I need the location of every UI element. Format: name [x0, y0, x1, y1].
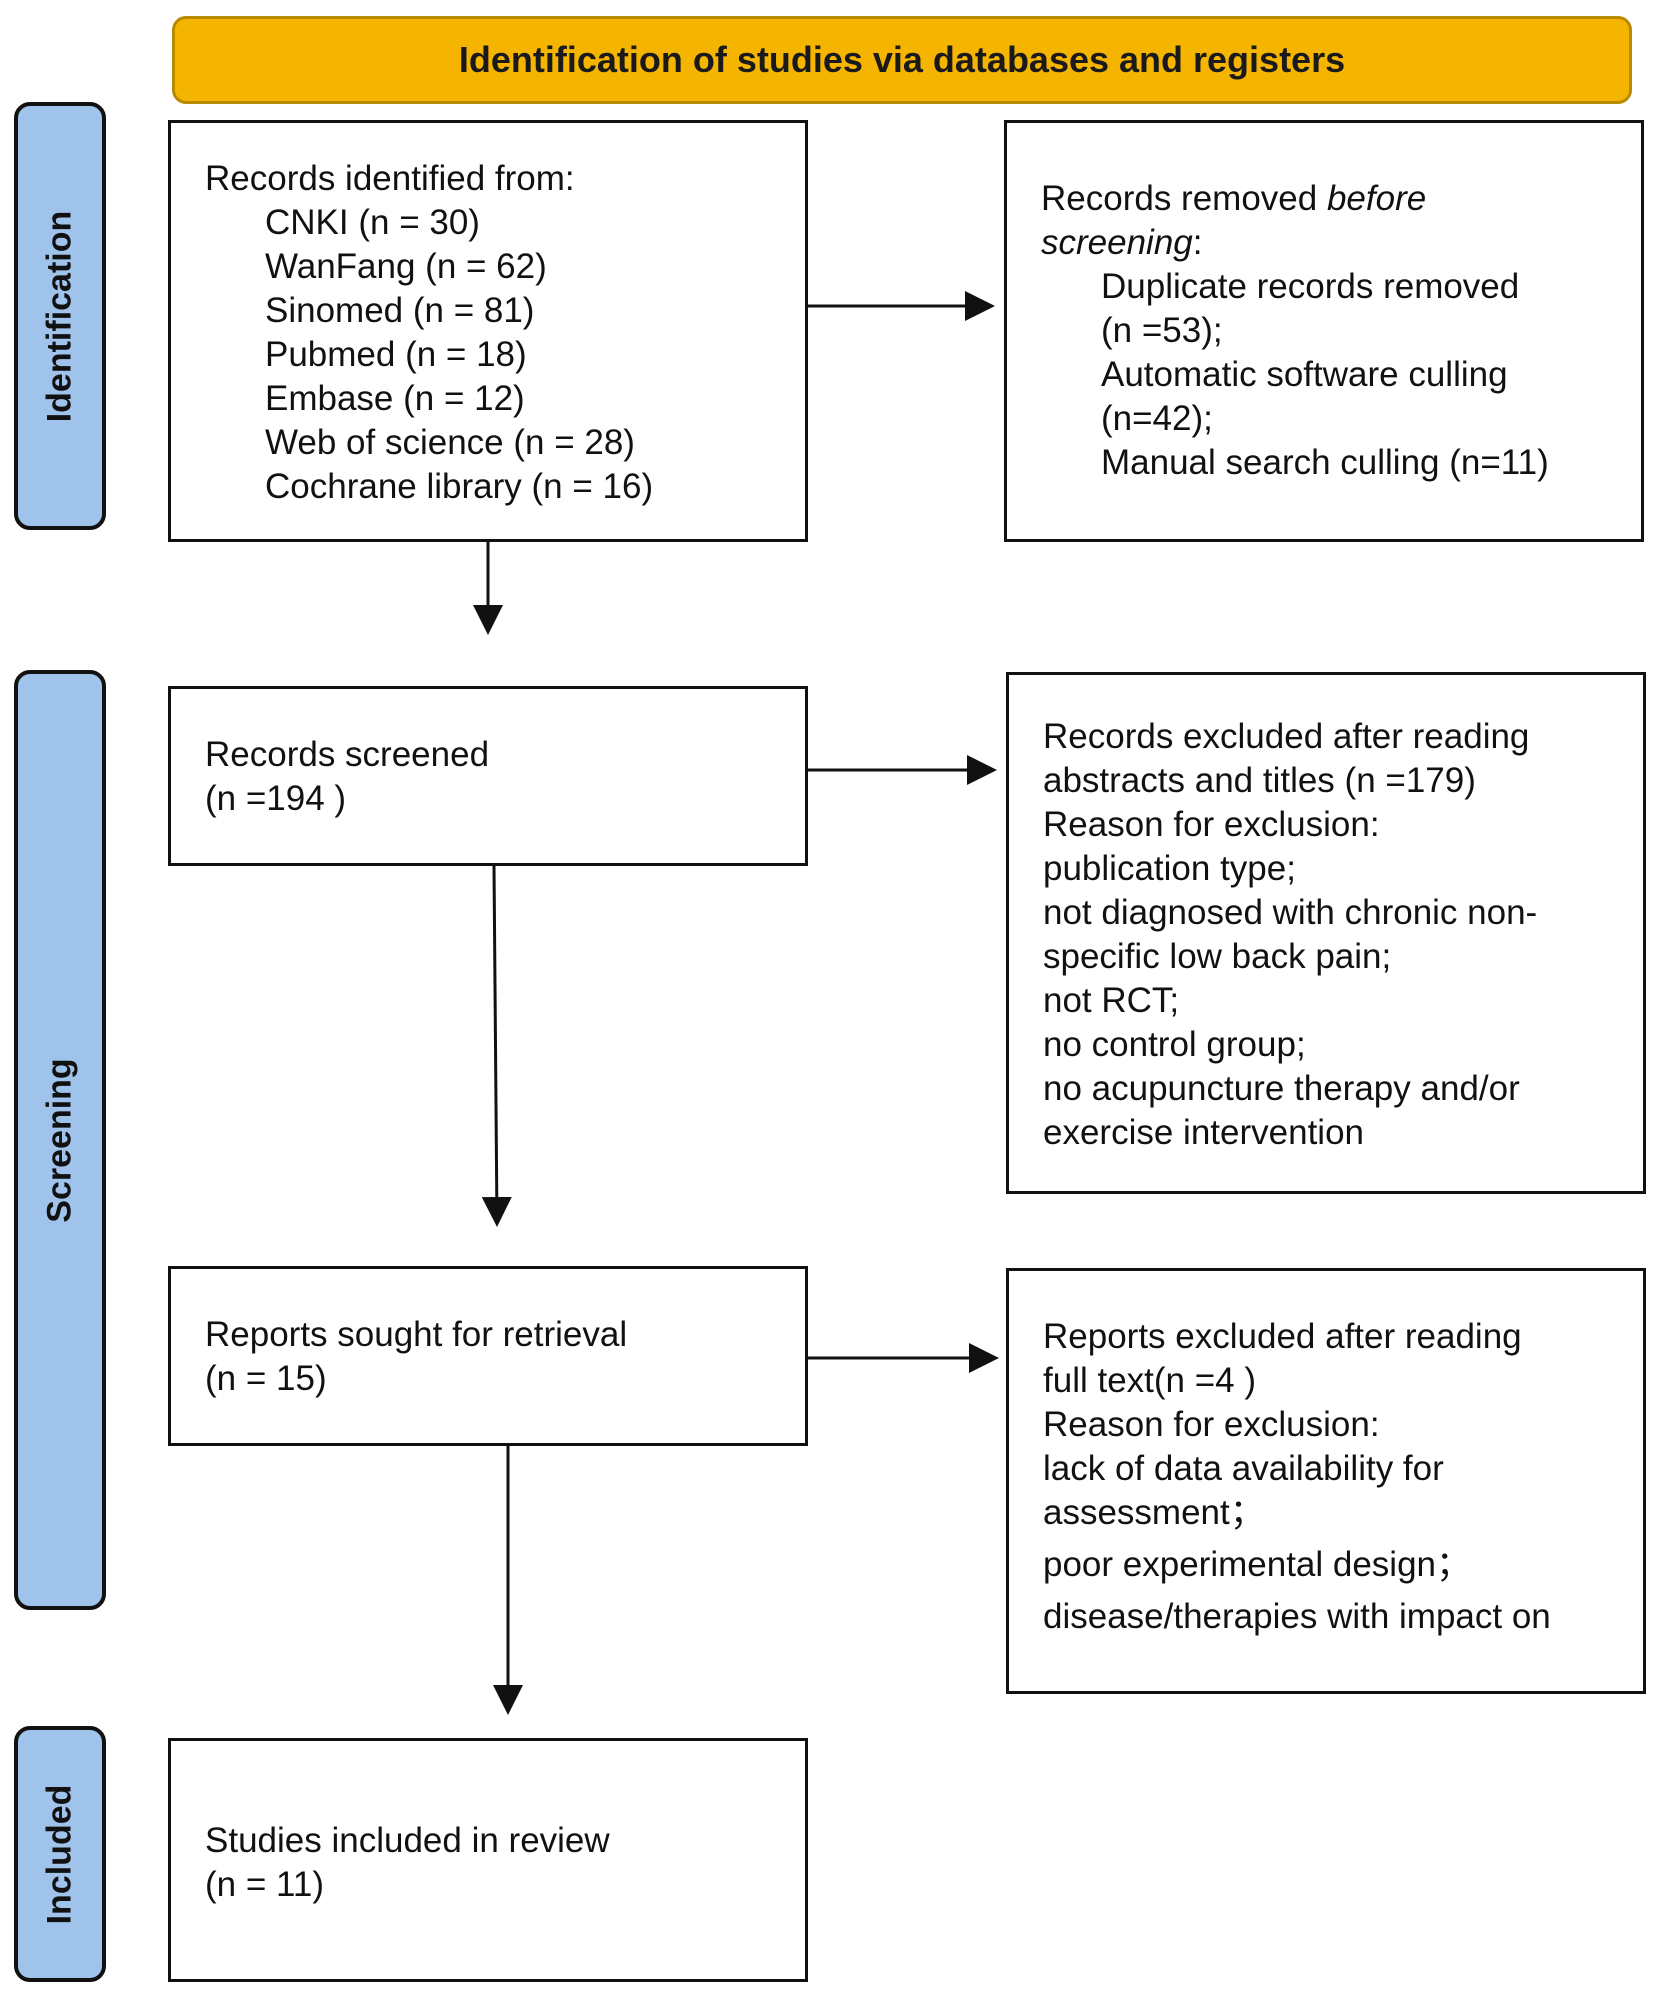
arrow-screened-to-retrieval — [481, 865, 512, 1227]
phase-screening-label: Screening — [14, 670, 106, 1610]
excluded-abstracts-line: not diagnosed with chronic non- — [1043, 893, 1538, 932]
included-line: Studies included in review — [205, 1821, 610, 1860]
screened-line: Records screened — [205, 735, 490, 774]
phase-screening-text: Screening — [40, 1057, 79, 1223]
excluded-abstracts-line: exercise intervention — [1043, 1113, 1364, 1152]
records-removed-heading-2: screening: — [1041, 221, 1641, 265]
excluded-abstracts-line: not RCT; — [1043, 981, 1180, 1020]
records-identified-heading: Records identified from: — [205, 159, 575, 198]
excluded-abstracts-line: abstracts and titles (n =179) — [1043, 761, 1476, 800]
excluded-fulltext-line: disease/therapies with impact on — [1043, 1597, 1551, 1636]
excluded-fulltext-line: Reports excluded after reading — [1043, 1317, 1522, 1356]
included-line: (n = 11) — [205, 1865, 324, 1904]
removed-heading-suffix: : — [1192, 223, 1203, 262]
records-screened-box: Records screened (n =194 ) — [168, 686, 808, 866]
source-item: Cochrane library (n = 16) — [265, 467, 654, 506]
removed-item: (n=42); — [1101, 399, 1213, 438]
excluded-fulltext-line: Reason for exclusion: — [1043, 1405, 1380, 1444]
header-title: Identification of studies via databases … — [458, 39, 1346, 80]
source-item: CNKI (n = 30) — [265, 203, 480, 242]
excluded-fulltext-line: poor experimental design； — [1043, 1545, 1472, 1584]
removed-heading-prefix: Records removed — [1041, 179, 1327, 218]
phase-identification-text: Identification — [40, 210, 79, 422]
records-removed-heading: Records removed before — [1041, 177, 1641, 221]
phase-identification-label: Identification — [14, 102, 106, 530]
excluded-fulltext-line: lack of data availability for — [1043, 1449, 1444, 1488]
excluded-abstracts-line: no control group; — [1043, 1025, 1306, 1064]
removed-heading-italic-screening: screening — [1041, 223, 1193, 262]
excluded-abstracts-line: Reason for exclusion: — [1043, 805, 1380, 844]
phase-included-text: Included — [40, 1784, 79, 1924]
removed-item: Automatic software culling — [1101, 355, 1508, 394]
reports-retrieval-box: Reports sought for retrieval (n = 15) — [168, 1266, 808, 1446]
excluded-abstracts-line: Records excluded after reading — [1043, 717, 1530, 756]
removed-item: Manual search culling (n=11) — [1101, 443, 1549, 482]
studies-included-box: Studies included in review (n = 11) — [168, 1738, 808, 1982]
removed-item: (n =53); — [1101, 311, 1223, 350]
excluded-abstracts-line: no acupuncture therapy and/or — [1043, 1069, 1520, 1108]
reports-excluded-fulltext-box: Reports excluded after reading full text… — [1006, 1268, 1646, 1694]
excluded-abstracts-line: specific low back pain; — [1043, 937, 1392, 976]
records-removed-box: Records removed before screening: Duplic… — [1004, 120, 1644, 542]
excluded-fulltext-line: full text(n =4 ) — [1043, 1361, 1257, 1400]
removed-heading-italic-before: before — [1326, 179, 1427, 218]
excluded-abstracts-line: publication type; — [1043, 849, 1296, 888]
screened-line: (n =194 ) — [205, 779, 347, 818]
records-identified-box: Records identified from: CNKI (n = 30) W… — [168, 120, 808, 542]
source-item: Sinomed (n = 81) — [265, 291, 535, 330]
records-excluded-abstracts-box: Records excluded after reading abstracts… — [1006, 672, 1646, 1194]
excluded-fulltext-line: assessment； — [1043, 1493, 1265, 1532]
retrieval-line: (n = 15) — [205, 1359, 327, 1398]
phase-included-label: Included — [14, 1726, 106, 1982]
source-item: Pubmed (n = 18) — [265, 335, 527, 374]
source-item: Web of science (n = 28) — [265, 423, 635, 462]
removed-item: Duplicate records removed — [1101, 267, 1520, 306]
source-item: Embase (n = 12) — [265, 379, 525, 418]
retrieval-line: Reports sought for retrieval — [205, 1315, 628, 1354]
source-item: WanFang (n = 62) — [265, 247, 547, 286]
section-header: Identification of studies via databases … — [172, 16, 1632, 104]
